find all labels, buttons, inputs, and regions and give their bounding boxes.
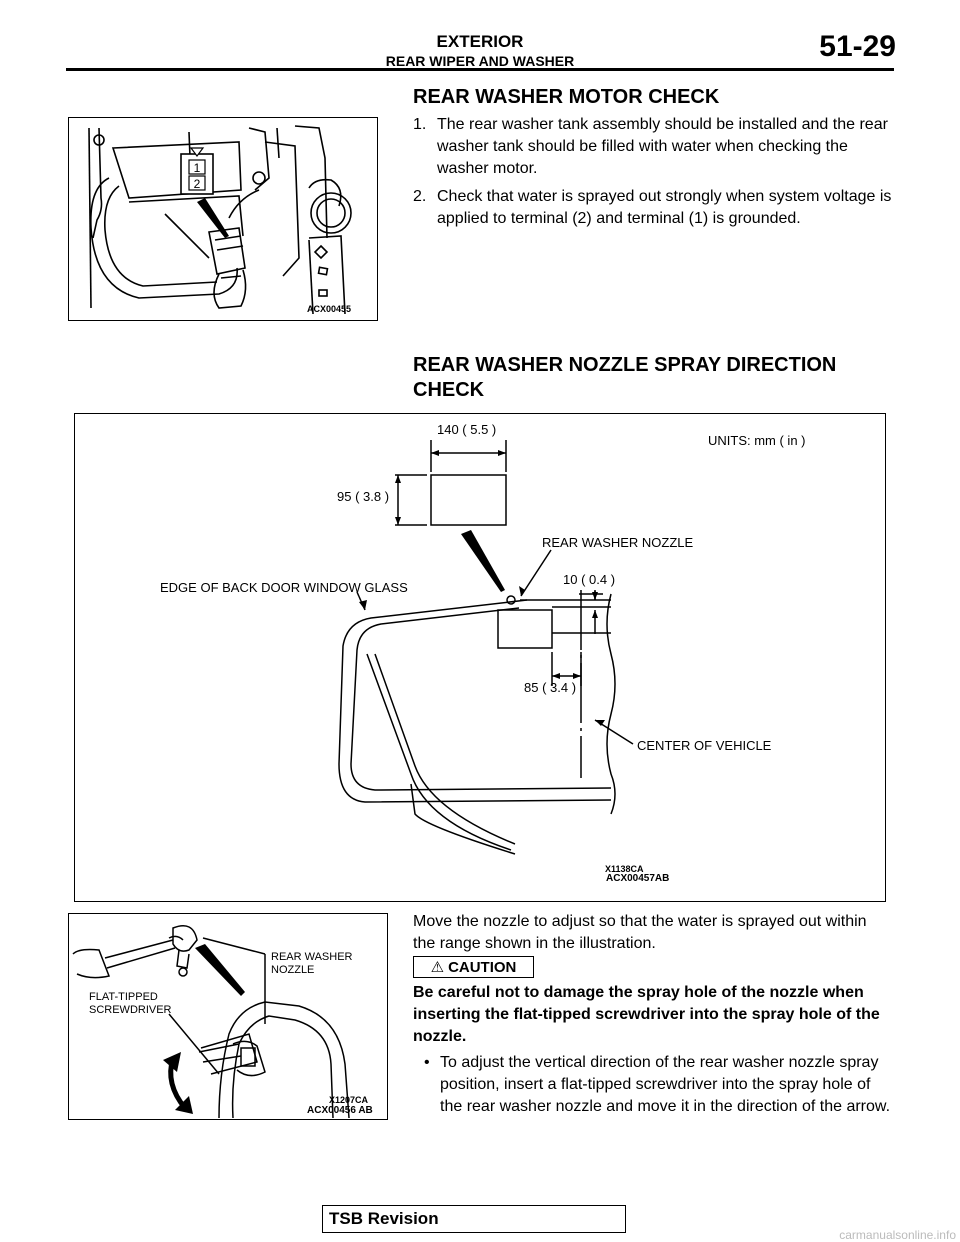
header-rule [66,68,894,71]
svg-text:X1138CA: X1138CA [605,864,644,874]
pointer-arrow [197,198,229,238]
spray-pointer [461,530,505,592]
warning-icon: ⚠ [430,959,445,976]
washer-motor-check-heading: REAR WASHER MOTOR CHECK [413,86,720,108]
page-number: 51-29 [819,30,896,63]
washer-motor-steps: 1.The rear washer tank assembly should b… [413,114,893,236]
step-2: 2.Check that water is sprayed out strong… [413,188,892,227]
caution-badge: ⚠ CAUTION [413,956,534,978]
svg-text:REAR WASHER NOZZLE: REAR WASHER NOZZLE [542,535,694,550]
svg-text:ACX00456 AB: ACX00456 AB [307,1105,373,1116]
svg-text:NOZZLE: NOZZLE [271,964,314,976]
nozzle-adjust-figure: REAR WASHER NOZZLE FLAT-TIPPED SCREWDRIV… [68,913,388,1120]
svg-text:140 ( 5.5 ): 140 ( 5.5 ) [437,422,496,437]
caution-text: Be careful not to damage the spray hole … [413,984,880,1045]
svg-text:10 ( 0.4 ): 10 ( 0.4 ) [563,572,615,587]
svg-text:UNITS: mm ( in ): UNITS: mm ( in ) [708,433,806,448]
svg-text:95 ( 3.8 ): 95 ( 3.8 ) [337,489,389,504]
spray-direction-figure: 140 ( 5.5 ) UNITS: mm ( in ) 95 ( 3.8 ) … [74,413,886,902]
rotate-direction-arrow-icon [163,1052,193,1114]
nozzle-pointer [195,944,245,996]
svg-text:X1207CA: X1207CA [329,1095,369,1105]
tsb-revision-box: TSB Revision [322,1205,626,1233]
nozzle-spray-heading-2: CHECK [413,379,485,401]
svg-text:CENTER OF VEHICLE: CENTER OF VEHICLE [637,738,772,753]
svg-text:EDGE OF BACK DOOR WINDOW GLASS: EDGE OF BACK DOOR WINDOW GLASS [160,580,408,595]
washer-motor-figure: 1 2 ACX00455 [68,117,378,321]
connector-terminals: 1 2 [180,147,214,195]
section-title: EXTERIOR [436,32,524,51]
svg-text:2: 2 [194,177,201,191]
svg-text:SCREWDRIVER: SCREWDRIVER [89,1004,172,1016]
step-1: 1.The rear washer tank assembly should b… [413,116,888,177]
svg-text:85 ( 3.4 ): 85 ( 3.4 ) [524,680,576,695]
nozzle-spray-heading-1: REAR WASHER NOZZLE SPRAY DIRECTION [413,354,837,376]
svg-text:ACX00457AB: ACX00457AB [606,873,669,884]
bullet-dot-icon: • [424,1054,430,1071]
svg-text:1: 1 [194,161,201,175]
section-subtitle: REAR WIPER AND WASHER [385,53,575,69]
svg-text:ACX00455: ACX00455 [307,304,351,314]
watermark: carmanualsonline.info [839,1228,956,1242]
svg-text:REAR WASHER: REAR WASHER [271,951,353,963]
adjust-instruction: Move the nozzle to adjust so that the wa… [413,913,867,952]
svg-text:FLAT-TIPPED: FLAT-TIPPED [89,991,158,1003]
